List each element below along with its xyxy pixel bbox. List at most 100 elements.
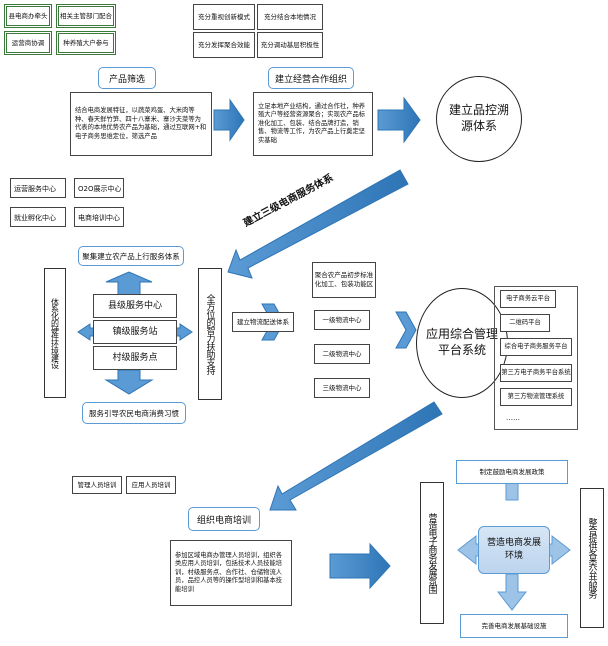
smart-support-box: 全方位的智力扶助支持 — [198, 268, 222, 400]
tier-county-text: 县级服务中心 — [107, 300, 162, 311]
logistics-aggregation: 聚合农产品初步标准化加工、包装功能区 — [312, 262, 376, 298]
tl-text-3: 运营商协调 — [11, 38, 45, 47]
sc-box-4 — [74, 207, 124, 227]
tm-box-1: 充分重视创新模式 — [193, 4, 255, 30]
product-selection-text: 结合电商发展特征，以蔬菜鸡蛋、大米肉等种、春天鲜竹笋、四十八寨米、寨沙夫菜等为代… — [70, 92, 212, 156]
training-text: 参加区域电商办管理人员培训，组织各类应用人员培训，包括技术人员技能培训，村级服务… — [170, 540, 292, 606]
platform-item-2-text: 二维码平台 — [509, 318, 541, 326]
product-selection-title: 产品筛选 — [98, 67, 156, 89]
platform-item-5-text: 第三方物流管理系统 — [507, 392, 565, 400]
logistics-level-3: 三级物流中心 — [314, 378, 370, 398]
env-bottom: 完善电商发展基础设施 — [460, 614, 568, 638]
tier-county: 县级服务中心 — [93, 294, 177, 318]
sc-box-2 — [74, 178, 124, 198]
tier-village: 村级服务点 — [93, 346, 177, 370]
product-selection-title-text: 产品筛选 — [108, 74, 145, 85]
tm-text-2: 充分结合本地情况 — [264, 12, 316, 21]
training-tag-app: 应用人员培训 — [126, 476, 176, 494]
platform-item-1: 电子商务云平台 — [500, 290, 556, 308]
upward-system-text: 聚集建立农产品上行服务体系 — [82, 251, 180, 261]
tm-box-4: 充分调动基层积极性 — [257, 32, 323, 58]
arrow-three-tier — [227, 169, 409, 279]
logistics-level-3-text: 三级物流中心 — [322, 383, 362, 392]
platform-circle-text: 应用综合管理平台系统 — [425, 327, 498, 357]
sc-text-4: 电商培训中心 — [78, 214, 120, 222]
joint-org-text: 立足本地产业结构，通过合作社，种养殖大户等经营资源聚合；实现农产品标准化加工、包… — [253, 92, 373, 156]
training-tag-mgmt-text: 管理人员培训 — [77, 480, 117, 489]
arrow-training-to-env — [329, 542, 391, 590]
platform-item-4: 第三方电子商务平台系统 — [500, 364, 572, 382]
consumption-habit: 服务引导农民电商消费习惯 — [82, 402, 186, 424]
arrow-platform-chevron — [395, 311, 417, 349]
tm-box-3: 充分发挥聚合效能 — [193, 32, 255, 58]
logistics-level-2-text: 二级物流中心 — [322, 349, 362, 358]
training-tag-mgmt: 管理人员培训 — [72, 476, 122, 494]
env-left-text: 营造电子商务发展氛围 — [426, 513, 437, 593]
env-right: 整合提供各类公共服务 — [580, 488, 604, 628]
training-tag-app-text: 应用人员培训 — [131, 480, 171, 489]
platform-item-5: 第三方物流管理系统 — [500, 388, 572, 406]
env-center-text: 营造电商发展环境 — [487, 538, 542, 561]
tl-box-1: 县电商办牵头 — [4, 4, 52, 28]
tm-text-3: 充分发挥聚合效能 — [198, 40, 250, 49]
sc-box-1 — [10, 178, 66, 198]
tm-text-4: 充分调动基层积极性 — [260, 40, 320, 49]
platform-item-3-text: 综合电子商务服务平台 — [504, 342, 568, 350]
hardware-text: 体系化的硬件环境建设 — [50, 298, 60, 368]
env-center: 营造电商发展环境 — [478, 526, 550, 574]
upward-system: 聚集建立农产品上行服务体系 — [78, 246, 184, 266]
platform-item-more: …… — [506, 414, 520, 422]
arrow-right-smart — [173, 323, 193, 341]
platform-item-4-text: 第三方电子商务平台系统 — [501, 368, 571, 376]
arrow-up-tiers — [105, 271, 153, 297]
traceability-circle: 建立品控溯源体系 — [436, 76, 522, 162]
logistics-level-1: 一级物流中心 — [314, 310, 370, 330]
tm-box-2: 充分结合本地情况 — [257, 4, 323, 30]
env-left: 营造电子商务发展氛围 — [420, 482, 444, 624]
tl-text-1: 县电商办牵头 — [8, 11, 48, 20]
sc-text-2: O2O展示中心 — [78, 185, 122, 193]
platform-item-3: 综合电子商务服务平台 — [500, 338, 572, 356]
joint-org-body: 立足本地产业结构，通过合作社，种养殖大户等经营资源聚合；实现农产品标准化加工、包… — [258, 102, 366, 144]
logistics-level-1-text: 一级物流中心 — [322, 315, 362, 324]
consumption-text: 服务引导农民电商消费习惯 — [89, 408, 179, 418]
training-body: 参加区域电商办管理人员培训，组织各类应用人员培训，包括技术人员技能培训，村级服务… — [175, 551, 283, 593]
tier-town: 镇级服务站 — [93, 320, 177, 344]
tier-village-text: 村级服务点 — [112, 352, 158, 363]
tl-text-2: 相关主管部门配合 — [60, 11, 112, 20]
sc-box-3 — [10, 207, 66, 227]
tl-box-3: 运营商协调 — [4, 31, 52, 55]
platform-list-frame — [494, 286, 578, 430]
sc-text-1: 运营服务中心 — [14, 185, 56, 193]
env-bottom-text: 完善电商发展基础设施 — [481, 621, 547, 630]
joint-org-title-text: 建立经营合作组织 — [274, 74, 347, 85]
arrow-platform-to-training — [269, 401, 443, 511]
arrow-down-tiers — [104, 369, 154, 395]
env-right-text: 整合提供各类公共服务 — [586, 518, 597, 598]
training-title: 组织电商培训 — [188, 507, 260, 531]
platform-circle: 应用综合管理平台系统 — [416, 288, 508, 398]
tl-box-4: 种养殖大户参与 — [56, 31, 116, 55]
hardware-box: 体系化的硬件环境建设 — [44, 268, 66, 398]
tm-text-1: 充分重视创新模式 — [198, 12, 250, 21]
env-top: 制定鼓励电商发展政策 — [456, 460, 568, 484]
logistics-aggregation-text: 聚合农产品初步标准化加工、包装功能区 — [314, 271, 374, 288]
sc-text-3: 就业孵化中心 — [14, 214, 56, 222]
platform-item-1-text: 电子商务云平台 — [505, 294, 551, 302]
arrow-org-to-trace — [377, 96, 421, 144]
training-title-text: 组织电商培训 — [196, 515, 251, 526]
arrow-env-down — [496, 573, 528, 611]
logistics-system: 建立物流配送体系 — [232, 312, 294, 332]
tl-text-4: 种养殖大户参与 — [63, 38, 109, 47]
tl-box-2: 相关主管部门配合 — [56, 4, 116, 28]
tier-town-text: 镇级服务站 — [112, 326, 158, 337]
platform-item-2: 二维码平台 — [500, 314, 550, 332]
arrow-product-to-org — [213, 98, 245, 142]
smart-support-text: 全方位的智力扶助支持 — [204, 294, 215, 374]
joint-org-title: 建立经营合作组织 — [268, 67, 354, 89]
traceability-text: 建立品控溯源体系 — [448, 103, 509, 133]
env-top-text: 制定鼓励电商发展政策 — [479, 467, 545, 476]
product-selection-body: 结合电商发展特征，以蔬菜鸡蛋、大米肉等种、春天鲜竹笋、四十八寨米、寨沙夫菜等为代… — [75, 107, 207, 140]
logistics-system-text: 建立物流配送体系 — [237, 317, 289, 326]
logistics-level-2: 二级物流中心 — [314, 344, 370, 364]
